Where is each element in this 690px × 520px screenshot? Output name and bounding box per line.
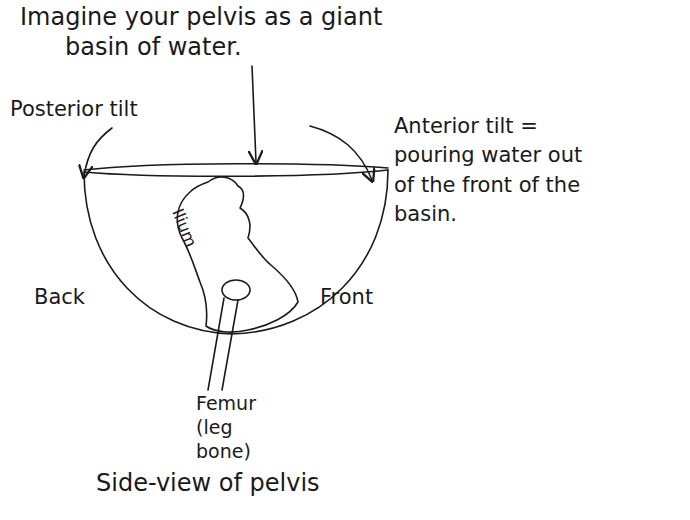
part-label: Ilium [167,206,208,269]
femur-head [222,280,250,300]
femur-shaft [222,300,238,390]
basin-rim [84,170,388,176]
femur-shaft [208,298,224,390]
tilt-label: Posterior tilt [10,96,210,122]
title: Imagine your pelvis as a giant basin of … [20,2,420,62]
tilt-note: Anterior tilt = pouring water out of the… [394,112,604,230]
side-label: Back [34,284,124,310]
side-label: Front [320,284,410,310]
basin-rim [84,164,388,170]
pointer-arrow [252,66,256,162]
part-label: Femur (leg bone) [196,392,286,463]
caption: Side-view of pelvis [96,468,496,498]
ilium-bone [177,177,298,332]
